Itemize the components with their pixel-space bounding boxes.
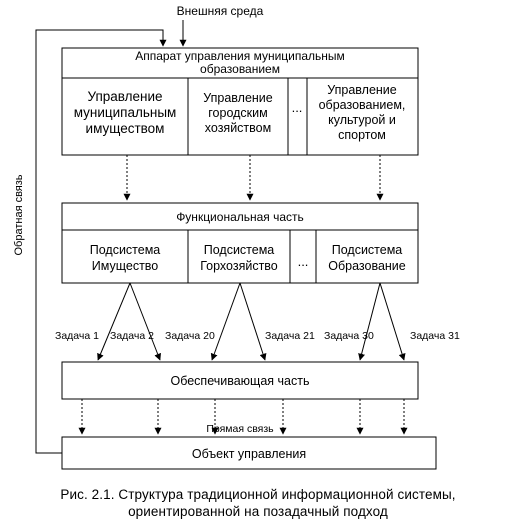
subsystem-property-line1: Подсистема — [90, 243, 161, 257]
subsystem-housing-line2: Горхозяйство — [200, 259, 278, 273]
object-block — [61, 436, 437, 470]
subsystem-property-line2: Имущество — [92, 259, 159, 273]
object-title: Объект управления — [192, 447, 306, 461]
subsystem-education-line1: Подсистема — [332, 243, 403, 257]
functional-block: Функциональная часть Подсистема Имуществ… — [61, 202, 419, 284]
unit-education-line1: Управление — [327, 83, 397, 97]
support-to-object-arrows — [78, 399, 408, 435]
subsystem-property: Подсистема Имущество — [90, 243, 161, 273]
management-title-line2: образованием — [200, 62, 280, 76]
feedback-loop-line — [35, 29, 167, 454]
caption-line1: Рис. 2.1. Структура традиционной информа… — [60, 487, 456, 502]
feedback-label: Обратная связь — [13, 174, 25, 255]
management-block: Аппарат управления муниципальным образов… — [61, 47, 419, 156]
subsystem-housing: Подсистема Горхозяйство — [200, 243, 278, 273]
environment-label: Внешняя среда — [177, 4, 264, 18]
task-label-31: Задача 31 — [410, 330, 460, 342]
unit-property-line3: имуществом — [86, 121, 165, 136]
functional-title: Функциональная часть — [176, 210, 304, 224]
unit-housing-line2: городским — [208, 106, 267, 120]
branch-task-31 — [379, 282, 406, 361]
branch-task-30 — [358, 282, 381, 361]
unit-education-line4: спортом — [338, 128, 386, 142]
subsystem-housing-line1: Подсистема — [204, 243, 275, 257]
management-unit-property: Управление муниципальным имуществом — [74, 89, 177, 136]
task-label-1: Задача 1 — [55, 330, 99, 342]
management-to-functional-arrows — [123, 155, 384, 201]
unit-education-line2: образованием, — [319, 98, 406, 112]
branch-task-20 — [210, 282, 241, 361]
support-title: Обеспечивающая часть — [170, 374, 309, 388]
direct-link-label: Прямая связь — [206, 423, 274, 435]
task-label-2: Задача 2 — [110, 330, 154, 342]
subsystem-education: Подсистема Образование — [328, 243, 406, 273]
management-unit-ellipsis: ... — [292, 100, 303, 115]
support-block — [61, 361, 419, 400]
unit-education-line3: культурой и — [328, 113, 396, 127]
figure-caption: Рис. 2.1. Структура традиционной информа… — [0, 486, 516, 520]
management-unit-housing: Управление городским хозяйством — [203, 91, 273, 135]
management-title-line1: Аппарат управления муниципальным — [135, 49, 345, 63]
task-label-30: Задача 30 — [324, 330, 374, 342]
unit-property-line2: муниципальным — [74, 105, 177, 120]
task-labels: Задача 1 Задача 2 Задача 20 Задача 21 За… — [55, 330, 460, 342]
unit-housing-line1: Управление — [203, 91, 273, 105]
task-label-21: Задача 21 — [265, 330, 315, 342]
subsystem-education-line2: Образование — [328, 259, 406, 273]
unit-property-line1: Управление — [87, 89, 162, 104]
branch-task-1 — [97, 282, 131, 361]
subsystem-ellipsis: ... — [298, 254, 309, 269]
task-branch-lines — [97, 282, 406, 361]
unit-housing-line3: хозяйством — [205, 121, 271, 135]
caption-line2: ориентированной на позадачный подход — [128, 504, 388, 519]
branch-task-2 — [129, 282, 161, 361]
task-label-20: Задача 20 — [165, 330, 215, 342]
management-unit-education: Управление образованием, культурой и спо… — [319, 83, 406, 142]
branch-task-21 — [239, 282, 267, 361]
